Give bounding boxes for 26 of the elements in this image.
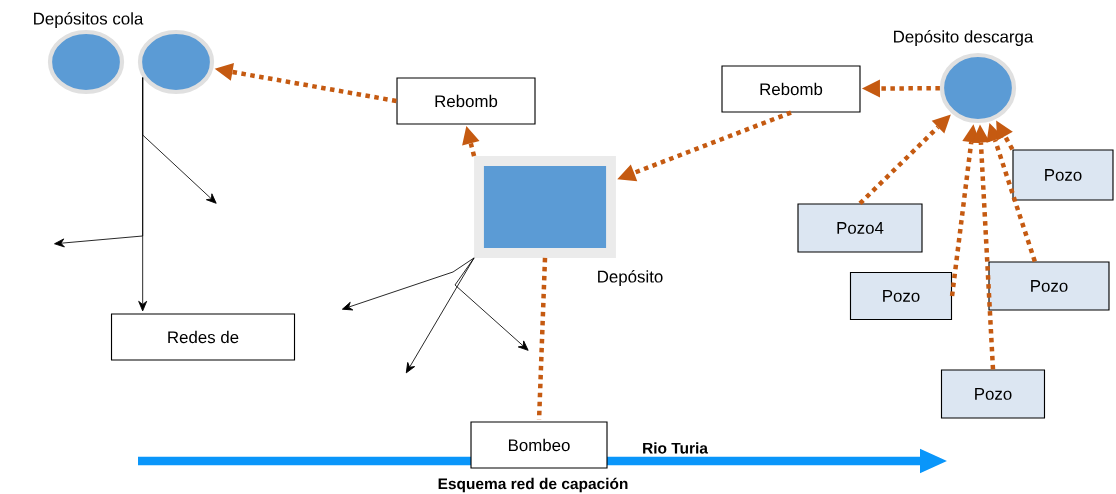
process-box: Redes de (110, 313, 296, 361)
connector-arrow (861, 79, 940, 98)
well-box: Pozo (988, 261, 1110, 311)
connector-arrow (341, 257, 475, 311)
connector-arrow (858, 114, 951, 206)
connector-arrow (462, 125, 480, 157)
node-heading: Depósito (598, 270, 663, 286)
well-box: Pozo4 (797, 203, 923, 253)
well-box: Pozo (1012, 149, 1114, 201)
process-box: Rebomb (396, 77, 536, 125)
tank-circle (137, 29, 215, 95)
well-box: Pozo (940, 369, 1046, 419)
process-box: Rebomb (721, 65, 861, 113)
connector-arrow (996, 120, 1015, 151)
connector-arrow (971, 124, 996, 370)
caption: Esquema red de capación (438, 477, 628, 493)
node-heading: Depósito descarga (894, 30, 1034, 46)
connector-arrow (214, 63, 397, 104)
node-heading: Depósitos cola (34, 12, 144, 28)
connector-arrow (54, 77, 144, 248)
river-label: Rio Turia (643, 442, 709, 454)
well-box: Pozo (849, 271, 953, 321)
process-box: Bombeo (470, 421, 608, 469)
connector-arrow (617, 110, 792, 182)
connector-arrow (986, 122, 1037, 263)
connector-arrow (454, 257, 529, 351)
